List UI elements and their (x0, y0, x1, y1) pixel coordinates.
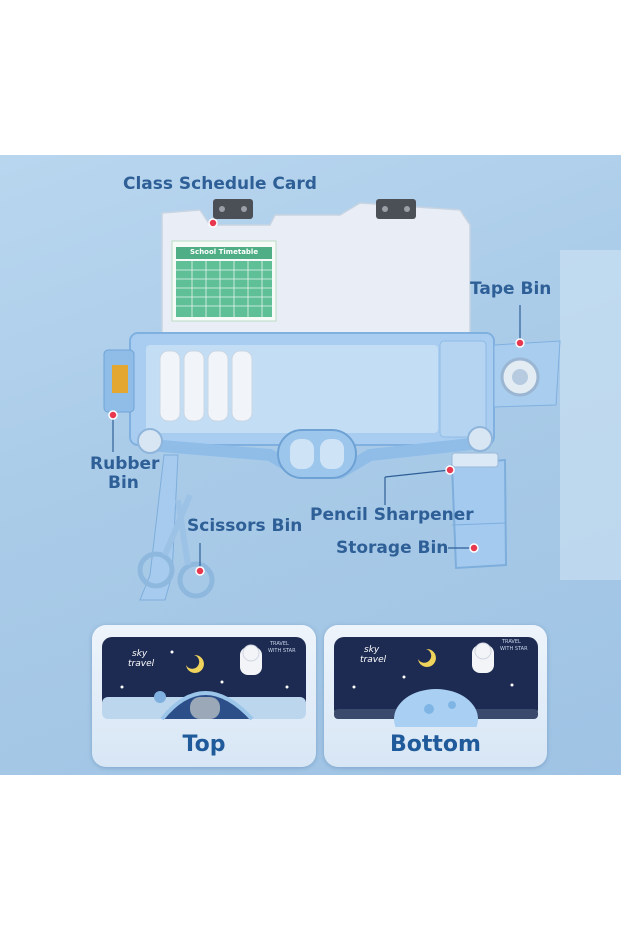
callout-rubber-bin-line1: Rubber (90, 454, 160, 474)
case-bottom-small-line1: TRAVEL (502, 639, 521, 645)
case-top-small-line2: WITH STAR (268, 648, 296, 654)
case-top-brand-line2: travel (128, 659, 155, 669)
case-bottom-brand-line2: travel (360, 655, 387, 665)
case-top-image (102, 637, 306, 721)
pencil-case-illustration (103, 199, 621, 601)
timetable-title: School Timetable (190, 248, 259, 256)
callout-class-schedule-card: Class Schedule Card (123, 174, 317, 194)
callout-rubber-bin-line2: Bin (108, 473, 139, 493)
case-bottom-brand-line1: sky (364, 645, 380, 655)
top-view-label: Top (182, 732, 226, 757)
callout-storage-bin: Storage Bin (336, 538, 449, 558)
case-bottom-small-line2: WITH STAR (500, 646, 528, 652)
bottom-view-label: Bottom (390, 732, 481, 757)
case-bottom-image (334, 637, 538, 727)
case-top-brand-line1: sky (132, 649, 148, 659)
case-top-small-line1: TRAVEL (270, 641, 289, 647)
callout-tape-bin: Tape Bin (470, 279, 552, 299)
product-photo: School Timetable Class Schedule Card Tap… (0, 155, 621, 775)
callout-pencil-sharpener: Pencil Sharpener (310, 505, 474, 525)
bottom-view-panel: sky travel TRAVEL WITH STAR Bottom (324, 625, 547, 767)
top-view-panel: sky travel TRAVEL WITH STAR Top (92, 625, 316, 767)
callout-scissors-bin: Scissors Bin (187, 516, 303, 536)
